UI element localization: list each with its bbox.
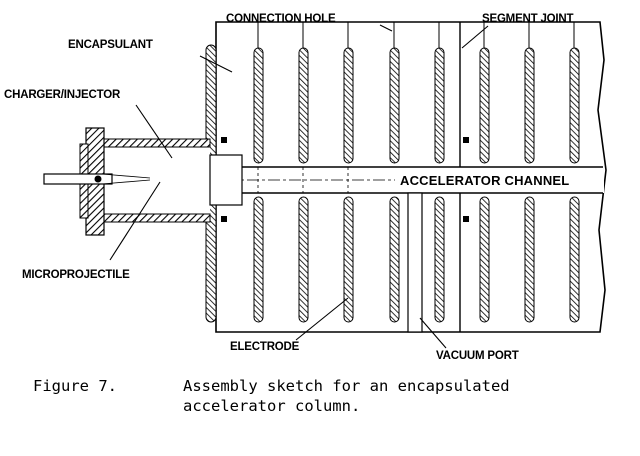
injector-top-wall xyxy=(101,138,211,148)
joint-marker xyxy=(221,216,227,222)
joint-marker xyxy=(221,137,227,143)
electrode xyxy=(524,196,535,323)
electrode xyxy=(569,196,580,323)
electrode xyxy=(479,196,490,323)
label-microprojectile: MICROPROJECTILE xyxy=(22,269,130,281)
leader-encapsulant xyxy=(199,55,233,73)
leader-charger xyxy=(135,104,173,159)
vacuum-port xyxy=(407,192,423,333)
joint-marker xyxy=(463,137,469,143)
label-segment-joint: SEGMENT JOINT xyxy=(482,13,574,25)
label-vacuum-port: VACUUM PORT xyxy=(436,350,519,360)
accelerator-assembly-diagram: CONNECTION HOLE SEGMENT JOINT ENCAPSULAN… xyxy=(4,13,607,360)
caption-figure-number: Figure 7. xyxy=(33,377,117,395)
joint-marker xyxy=(463,216,469,222)
label-connection-hole: CONNECTION HOLE xyxy=(226,13,336,25)
electrode xyxy=(298,47,309,164)
leader-microprojectile xyxy=(109,181,161,261)
label-encapsulant: ENCAPSULANT xyxy=(68,39,153,51)
charger-injector-body xyxy=(102,139,210,222)
electrode xyxy=(253,47,264,164)
electrode xyxy=(434,47,445,164)
electrode xyxy=(253,196,264,323)
caption-line-1: Assembly sketch for an encapsulated xyxy=(183,377,510,395)
electrode xyxy=(434,196,445,323)
caption-line-2: accelerator column. xyxy=(183,397,361,415)
injector-bottom-wall xyxy=(101,213,211,223)
electrode xyxy=(389,47,400,164)
connection-holes xyxy=(257,22,575,48)
electrode xyxy=(479,47,490,164)
leader-vacuum-port xyxy=(419,317,447,349)
accelerator-channel xyxy=(216,167,604,193)
figure-caption: Figure 7. Assembly sketch for an encapsu… xyxy=(33,376,510,456)
label-accelerator-channel: ACCELERATOR CHANNEL xyxy=(400,173,569,188)
injector-nozzle xyxy=(209,154,243,206)
leader-connection-hole xyxy=(379,24,393,32)
electrode xyxy=(343,47,354,164)
electrode xyxy=(343,196,354,323)
electrode xyxy=(389,196,400,323)
electrode xyxy=(524,47,535,164)
injector-rod xyxy=(43,173,113,185)
leader-segment-joint xyxy=(461,25,489,49)
electrode xyxy=(569,47,580,164)
electrode xyxy=(298,196,309,323)
label-charger-injector: CHARGER/INJECTOR xyxy=(4,89,121,101)
label-electrode: ELECTRODE xyxy=(230,341,300,353)
microprojectile-dot xyxy=(94,175,102,183)
leader-electrode xyxy=(295,297,349,341)
